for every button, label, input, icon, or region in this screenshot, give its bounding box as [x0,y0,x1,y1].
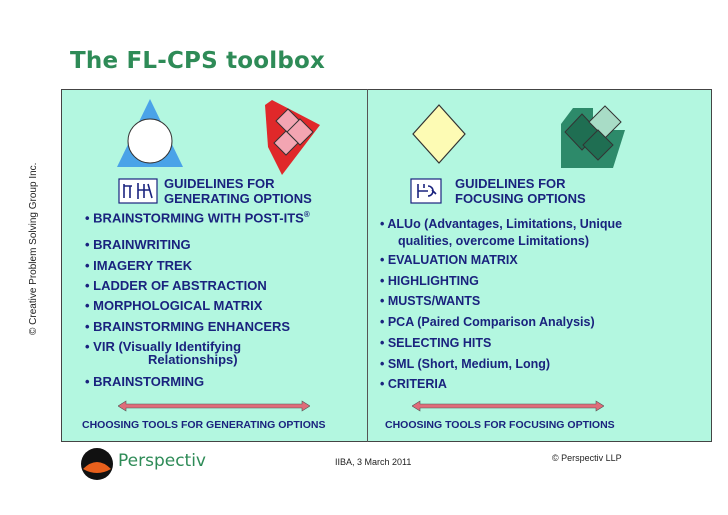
focusing-guidelines-icon [410,178,442,204]
focusing-arrow-bar [412,400,604,412]
list-item: • MORPHOLOGICAL MATRIX [85,298,263,313]
presentation-date: IIBA, 3 March 2011 [335,457,412,467]
list-item: • CRITERIA [380,377,447,391]
list-item: • HIGHLIGHTING [380,274,479,288]
generating-guidelines-heading: GUIDELINES FOR GENERATING OPTIONS [164,176,312,206]
generating-guidelines-icon [118,178,158,204]
generating-arrow-bar [118,400,310,412]
choosing-generating-label: CHOOSING TOOLS FOR GENERATING OPTIONS [82,419,326,431]
page-title: The FL-CPS toolbox [70,48,326,74]
copyright-side-text: © Creative Problem Solving Group Inc. [28,162,39,335]
red-diamonds-icon [265,100,320,175]
list-item: Relationships) [148,352,238,367]
list-item: • BRAINSTORMING [85,374,205,389]
brand-name: Perspectiv [118,451,206,471]
list-item: • BRAINWRITING [85,237,191,252]
list-item: • IMAGERY TREK [85,258,193,273]
panel-divider [367,89,368,442]
list-item: • SML (Short, Medium, Long) [380,357,551,371]
teal-diamonds-icon [561,105,625,168]
choosing-focusing-label: CHOOSING TOOLS FOR FOCUSING OPTIONS [385,419,615,431]
list-item: • ALUo (Advantages, Limitations, Unique [380,217,623,231]
footer-copyright: © Perspectiv LLP [552,453,622,463]
yellow-diamond-icon [412,104,466,164]
list-item: • MUSTS/WANTS [380,294,481,308]
perspectiv-logo-icon [81,448,113,480]
list-item: • SELECTING HITS [380,336,492,350]
list-item: • BRAINSTORMING ENHANCERS [85,319,291,334]
list-item: • PCA (Paired Comparison Analysis) [380,315,595,329]
list-item: qualities, overcome Limitations) [398,234,590,248]
triangle-circle-icon [117,99,183,167]
focusing-guidelines-heading: GUIDELINES FOR FOCUSING OPTIONS [455,176,586,206]
list-item: • BRAINSTORMING WITH POST-ITS® [85,210,310,226]
list-item: • LADDER OF ABSTRACTION [85,278,267,293]
list-item: • EVALUATION MATRIX [380,253,518,267]
list-item: • VIR (Visually Identifying [85,339,242,354]
